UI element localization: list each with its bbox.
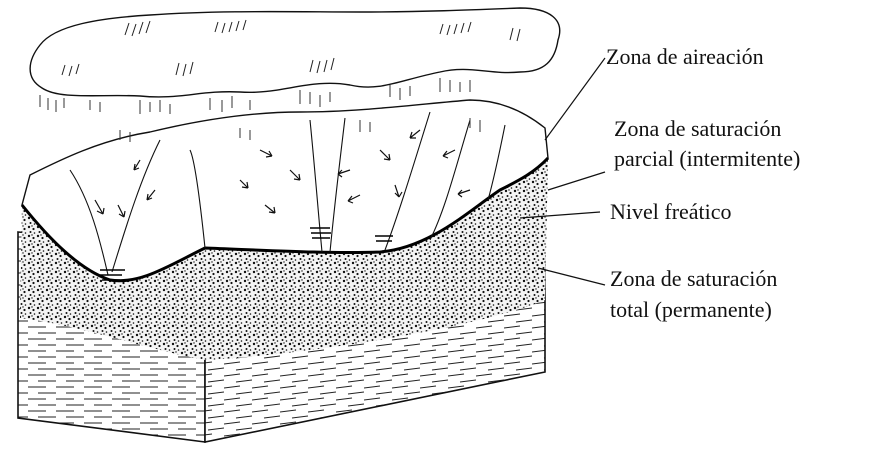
- label-zona-saturacion-parcial-line1: Zona de saturación: [614, 116, 781, 141]
- label-zona-saturacion-total-line1: Zona de saturación: [610, 266, 777, 291]
- leader-saturacion-parcial: [548, 172, 605, 190]
- cloud: [30, 8, 560, 97]
- label-nivel-freatico: Nivel freático: [610, 199, 732, 224]
- label-zona-aireacion: Zona de aireación: [606, 44, 764, 69]
- leader-aireacion: [545, 58, 605, 140]
- label-zona-saturacion-parcial-line2: parcial (intermitente): [614, 146, 800, 171]
- leader-saturacion-total: [538, 268, 605, 285]
- label-zona-saturacion-total-line2: total (permanente): [610, 297, 772, 322]
